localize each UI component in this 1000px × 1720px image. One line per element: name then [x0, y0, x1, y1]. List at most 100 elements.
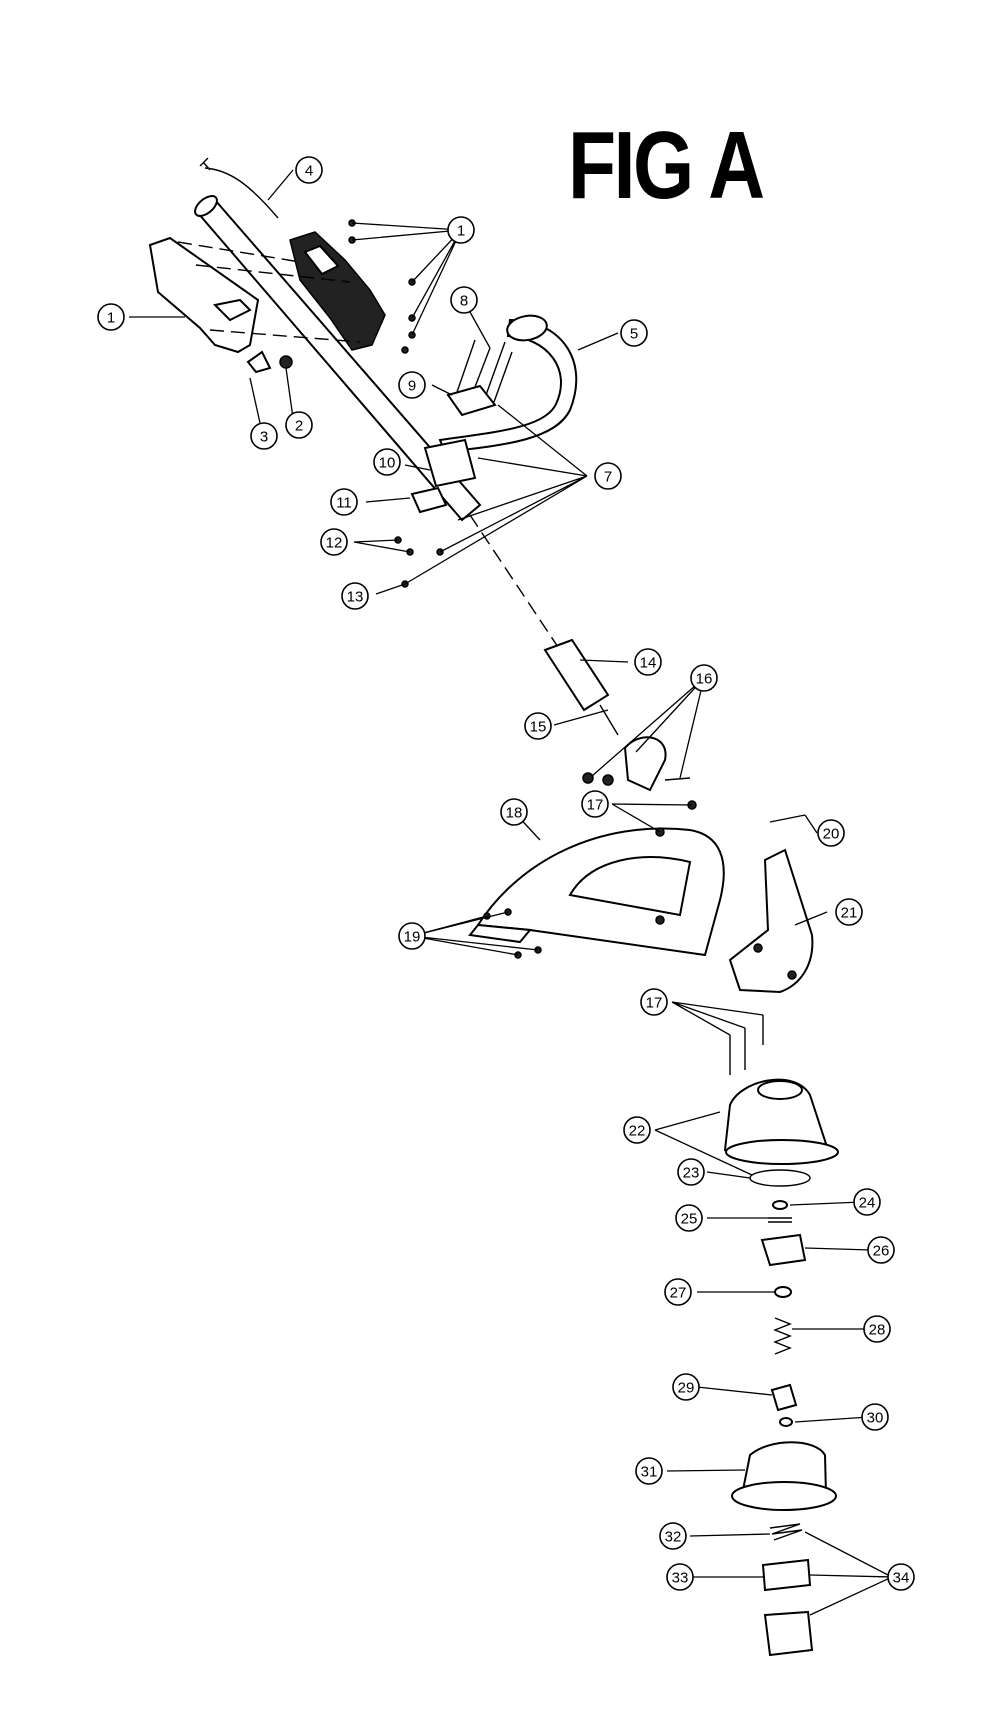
callout-label: 27 — [670, 1285, 687, 1302]
callout-circle — [581, 790, 609, 818]
cable-end — [199, 157, 211, 171]
callout-2: 2 — [285, 411, 313, 439]
callout-label: 1 — [107, 310, 115, 327]
callout-circle — [634, 648, 662, 676]
callout-33: 33 — [666, 1563, 694, 1591]
callout-11: 11 — [330, 488, 358, 516]
callout-circle — [500, 798, 528, 826]
callout-circle — [664, 1278, 692, 1306]
lower-shaft — [543, 638, 610, 712]
leader-lines — [129, 169, 893, 1616]
callout-label: 26 — [873, 1243, 890, 1260]
callout-label: 9 — [408, 378, 416, 395]
callout-circle — [690, 664, 718, 692]
assist-handle — [438, 318, 578, 454]
debris-guard — [468, 827, 725, 957]
callout-18: 18 — [500, 798, 528, 826]
callout-circle — [835, 898, 863, 926]
callout-circle — [635, 1457, 663, 1485]
callout-24: 24 — [853, 1188, 881, 1216]
callout-circle — [450, 286, 478, 314]
clamp-nuts — [394, 536, 444, 588]
callout-4: 4 — [295, 156, 323, 184]
washer — [772, 1200, 788, 1210]
handle-clamp — [423, 438, 477, 488]
trigger — [246, 350, 272, 374]
callout-15: 15 — [524, 712, 552, 740]
c-ring — [779, 1417, 793, 1427]
callout-label: 1 — [457, 223, 465, 240]
callout-circle — [447, 216, 475, 244]
retainer — [774, 1286, 792, 1298]
handle-housing-right — [289, 231, 386, 351]
callout-16: 16 — [690, 664, 718, 692]
callout-label: 22 — [629, 1123, 646, 1140]
callout-label: 4 — [305, 163, 313, 180]
callout-label: 23 — [683, 1165, 700, 1182]
callout-circle — [620, 319, 648, 347]
callout-circle — [398, 371, 426, 399]
callout-circle — [853, 1188, 881, 1216]
callout-circle — [861, 1403, 889, 1431]
callout-17: 17 — [581, 790, 609, 818]
callout-circle — [817, 819, 845, 847]
callout-label: 16 — [696, 671, 713, 688]
callout-circle — [887, 1563, 915, 1591]
callout-32: 32 — [659, 1522, 687, 1550]
callout-31: 31 — [635, 1457, 663, 1485]
callout-circle — [594, 462, 622, 490]
callout-circle — [675, 1204, 703, 1232]
callout-22: 22 — [623, 1116, 651, 1144]
callout-label: 32 — [665, 1529, 682, 1546]
callout-label: 17 — [587, 797, 604, 814]
callout-label: 14 — [640, 655, 657, 672]
callout-28: 28 — [863, 1315, 891, 1343]
handle-housing-left — [148, 236, 260, 354]
callout-25: 25 — [675, 1204, 703, 1232]
callout-30: 30 — [861, 1403, 889, 1431]
callout-8: 8 — [450, 286, 478, 314]
alignment-line — [469, 514, 561, 651]
callout-1: 1 — [97, 303, 125, 331]
callout-circle — [373, 448, 401, 476]
callout-circle — [524, 712, 552, 740]
callout-23: 23 — [677, 1158, 705, 1186]
callout-circle — [341, 582, 369, 610]
callout-20: 20 — [817, 819, 845, 847]
callout-1: 1 — [447, 216, 475, 244]
upper-clamp — [446, 384, 497, 417]
gear-head-screw — [769, 814, 806, 823]
callout-circle — [250, 422, 278, 450]
callout-label: 19 — [404, 929, 421, 946]
callout-5: 5 — [620, 319, 648, 347]
drive-shaft — [599, 704, 619, 736]
spool-housing — [723, 1078, 839, 1165]
figure-title: FIG A — [568, 112, 765, 219]
callout-circle — [640, 988, 668, 1016]
spool-cam — [760, 1233, 807, 1267]
callout-bubbles: 1123457891011121314151617171819202122232… — [97, 156, 915, 1591]
callout-label: 17 — [646, 995, 663, 1012]
callout-9: 9 — [398, 371, 426, 399]
gear-head — [728, 848, 814, 994]
spring-seat — [770, 1383, 798, 1412]
mounting-screws — [729, 1015, 764, 1075]
callout-7: 7 — [594, 462, 622, 490]
callout-label: 21 — [841, 905, 858, 922]
small-spring — [768, 1217, 792, 1223]
callout-circle — [97, 303, 125, 331]
callout-29: 29 — [672, 1373, 700, 1401]
callout-label: 24 — [859, 1195, 876, 1212]
callout-14: 14 — [634, 648, 662, 676]
o-ring — [749, 1169, 811, 1187]
callout-label: 11 — [336, 495, 352, 512]
callout-label: 8 — [460, 293, 468, 310]
callout-circle — [330, 488, 358, 516]
callout-label: 12 — [326, 535, 343, 552]
callout-label: 10 — [379, 455, 396, 472]
callout-label: 34 — [893, 1570, 910, 1587]
callout-label: 33 — [672, 1570, 689, 1587]
callout-label: 13 — [347, 589, 364, 606]
spool-spring — [769, 1523, 803, 1541]
callout-17: 17 — [640, 988, 668, 1016]
